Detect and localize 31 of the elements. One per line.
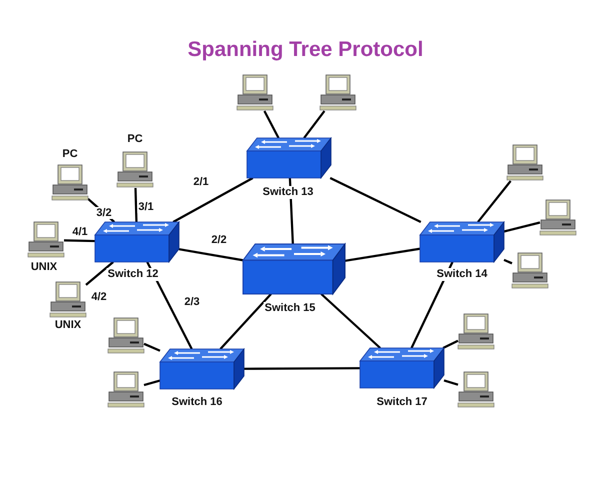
- network-link: [344, 248, 420, 262]
- port-label: 2/2: [210, 234, 228, 246]
- network-link: [64, 239, 96, 242]
- port-label: 3/2: [95, 207, 113, 219]
- network-link: [144, 342, 160, 352]
- network-link: [444, 379, 458, 386]
- network-link: [442, 340, 458, 349]
- port-label: 2/1: [192, 176, 210, 188]
- port-label: 2/3: [183, 296, 201, 308]
- switch-label: Switch 13: [262, 186, 314, 199]
- switch-label: Switch 14: [436, 268, 488, 281]
- network-link: [134, 188, 138, 222]
- diagram-title: Spanning Tree Protocol: [186, 38, 424, 62]
- network-link: [320, 293, 381, 349]
- network-link: [146, 262, 193, 350]
- network-link: [220, 293, 272, 350]
- network-link: [85, 261, 114, 286]
- port-label: 3/1: [137, 201, 155, 213]
- network-link: [178, 248, 244, 262]
- network-link: [144, 380, 160, 386]
- port-label: 4/2: [90, 291, 108, 303]
- network-link: [303, 110, 326, 139]
- network-link: [263, 110, 280, 139]
- port-label: 4/1: [71, 226, 89, 238]
- network-link: [504, 258, 512, 264]
- network-link: [172, 177, 254, 223]
- network-link: [330, 177, 422, 223]
- switch-label: Switch 12: [106, 268, 160, 281]
- network-link: [504, 221, 540, 233]
- network-link: [244, 367, 360, 370]
- network-link: [477, 180, 512, 223]
